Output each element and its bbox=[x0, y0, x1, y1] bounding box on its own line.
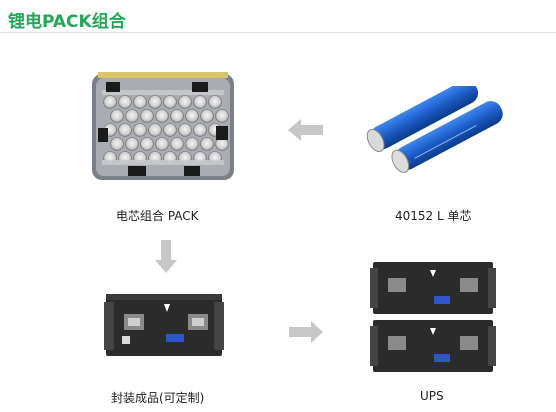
ups-caption: UPS bbox=[420, 389, 444, 403]
pack-cell bbox=[110, 109, 124, 123]
arrow-down-icon bbox=[155, 240, 177, 273]
pack-cell bbox=[148, 95, 162, 109]
pack-cell bbox=[155, 137, 169, 151]
pack-cell bbox=[170, 137, 184, 151]
pack-cell bbox=[148, 123, 162, 137]
battery-pack-image bbox=[92, 72, 234, 180]
pack-cell bbox=[178, 95, 192, 109]
finished-caption: 封装成品(可定制) bbox=[111, 391, 205, 405]
title-divider bbox=[0, 32, 556, 33]
pack-cell bbox=[215, 109, 229, 123]
cell-caption: 40152 L 单芯 bbox=[395, 209, 472, 223]
pack-cell bbox=[185, 137, 199, 151]
pack-cell bbox=[110, 137, 124, 151]
pack-cell bbox=[163, 95, 177, 109]
pack-cell bbox=[118, 123, 132, 137]
pack-cell bbox=[133, 95, 147, 109]
pack-cell bbox=[208, 95, 222, 109]
pack-cell bbox=[125, 109, 139, 123]
page-title: 锂电PACK组合 bbox=[8, 12, 126, 32]
single-cell-image bbox=[366, 86, 503, 173]
finished-module-image bbox=[104, 294, 224, 356]
pack-cell bbox=[155, 109, 169, 123]
ups-image bbox=[370, 262, 496, 372]
arrow-right-icon bbox=[289, 321, 323, 343]
pack-caption: 电芯组合 PACK bbox=[116, 209, 199, 223]
pack-cell bbox=[193, 95, 207, 109]
pack-cell bbox=[163, 123, 177, 137]
pack-cell bbox=[125, 137, 139, 151]
pack-cell bbox=[185, 109, 199, 123]
pack-cell bbox=[200, 109, 214, 123]
pack-cell bbox=[140, 109, 154, 123]
pack-cell bbox=[178, 123, 192, 137]
arrow-left-icon bbox=[288, 119, 323, 141]
pack-cell bbox=[118, 95, 132, 109]
pack-cell bbox=[170, 109, 184, 123]
pack-cell bbox=[133, 123, 147, 137]
pack-cell bbox=[193, 123, 207, 137]
pack-cell bbox=[140, 137, 154, 151]
pack-cell bbox=[200, 137, 214, 151]
pack-cell bbox=[103, 95, 117, 109]
